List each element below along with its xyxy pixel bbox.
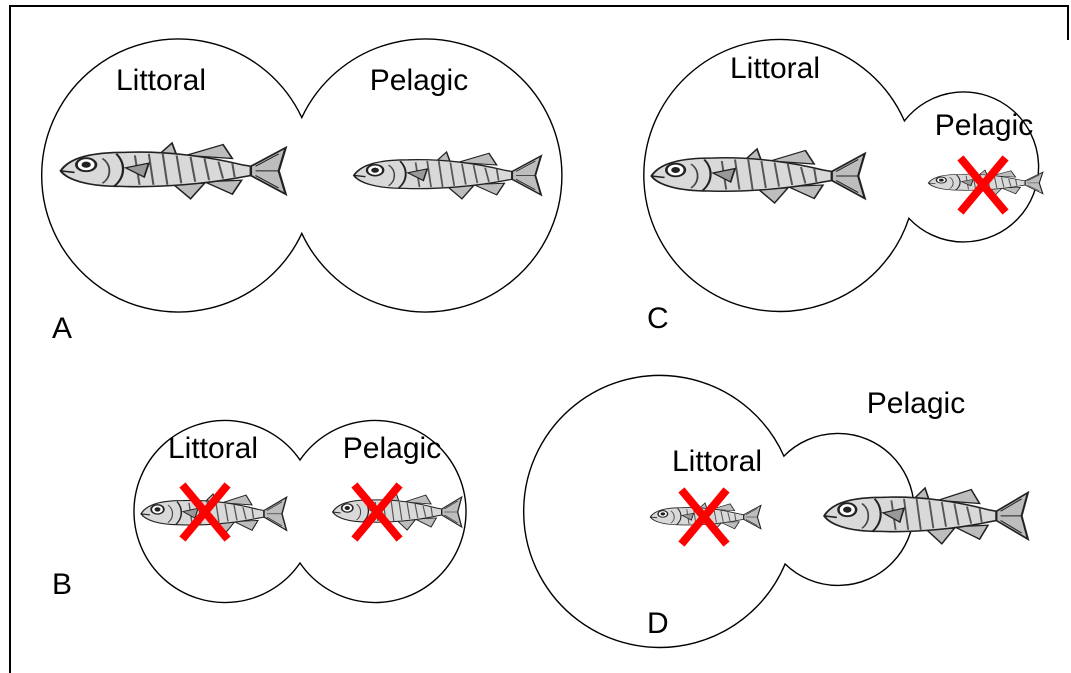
panel-a: Littoral Pelagic A [42, 39, 562, 345]
pelagic-label: Pelagic [370, 64, 468, 97]
littoral-label: Littoral [730, 52, 820, 85]
panel-d: Littoral Pelagic D [524, 375, 1028, 647]
panel-letter: B [52, 568, 72, 601]
littoral-label: Littoral [672, 445, 762, 478]
pelagic-label: Pelagic [343, 432, 441, 465]
pelagic-label: Pelagic [867, 387, 965, 420]
pelagic-label: Pelagic [935, 109, 1033, 142]
panel-c: Littoral Pelagic C [644, 39, 1043, 335]
littoral-label: Littoral [116, 64, 206, 97]
panel-letter: D [647, 607, 669, 640]
panel-letter: A [52, 312, 72, 345]
panel-letter: C [647, 302, 669, 335]
littoral-label: Littoral [168, 432, 258, 465]
panel-b: Littoral Pelagic B [52, 421, 466, 603]
